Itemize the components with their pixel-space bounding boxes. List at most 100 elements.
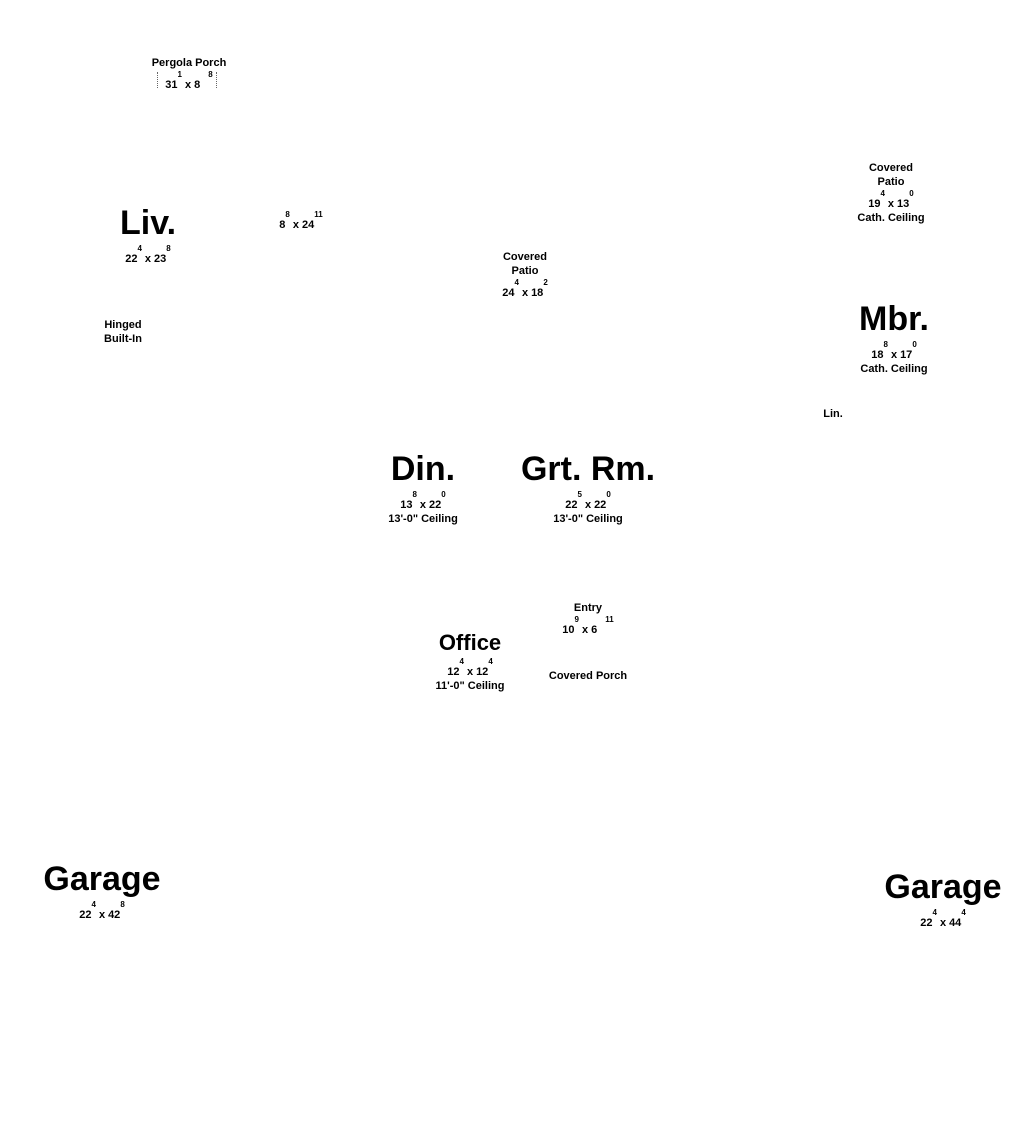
room-name: Mbr. bbox=[859, 300, 929, 338]
ceiling-note: Cath. Ceiling bbox=[860, 363, 928, 375]
dim-height-inches: 0 bbox=[441, 490, 446, 499]
dim-height-inches: 0 bbox=[909, 189, 914, 198]
dim-width: 19 bbox=[868, 198, 881, 210]
dim-width: 10 bbox=[562, 624, 575, 636]
ceiling-note: 13'-0" Ceiling bbox=[553, 513, 623, 525]
room-covered-porch: Covered Porch bbox=[549, 669, 627, 683]
dim-width: 24 bbox=[502, 287, 515, 299]
dim-sep: x bbox=[144, 253, 152, 265]
room-name: Grt. Rm. bbox=[520, 450, 656, 488]
dim-sep: x bbox=[584, 499, 592, 511]
dim-height: 44 bbox=[949, 917, 962, 929]
label-line: Hinged bbox=[104, 319, 142, 331]
room-name: Patio bbox=[511, 265, 539, 277]
room-name: Covered Porch bbox=[548, 670, 628, 682]
dim-sep: x bbox=[292, 219, 299, 231]
dim-width-inches: 8 bbox=[883, 340, 888, 349]
dim-width: 12 bbox=[447, 666, 460, 678]
dim-height-inches: 4 bbox=[488, 657, 493, 666]
dim-height: 22 bbox=[429, 499, 442, 511]
label-line: Built-In bbox=[104, 333, 142, 345]
dim-width: 22 bbox=[565, 499, 578, 511]
dim-height: 13 bbox=[897, 198, 910, 210]
room-name: Lin. bbox=[823, 408, 843, 420]
dim-height-inches: 4 bbox=[961, 908, 966, 917]
room-name: Office bbox=[438, 630, 502, 655]
room-name: Entry bbox=[573, 602, 603, 614]
dim-width: 31 bbox=[165, 79, 178, 91]
dim-height: 22 bbox=[594, 499, 607, 511]
dim-height-inches: 8 bbox=[120, 900, 125, 909]
dim-width-inches: 8 bbox=[285, 210, 290, 219]
dim-width: 18 bbox=[871, 349, 884, 361]
hinged-built-in: Hinged Built-In bbox=[104, 318, 142, 346]
dim-width-inches: 4 bbox=[932, 908, 937, 917]
room-name: Covered bbox=[502, 251, 548, 263]
dim-width-inches: 8 bbox=[412, 490, 417, 499]
dim-height-inches: 0 bbox=[606, 490, 611, 499]
dim-width-inches: 1 bbox=[177, 70, 182, 79]
dim-sep: x bbox=[419, 499, 427, 511]
dim-width-inches: 9 bbox=[574, 615, 579, 624]
dim-height-inches: 11 bbox=[314, 210, 323, 219]
dim-width: 22 bbox=[125, 253, 138, 265]
dim-width: 22 bbox=[920, 917, 933, 929]
dim-width: 8 bbox=[279, 219, 286, 231]
dim-width-inches: 4 bbox=[91, 900, 96, 909]
dim-height: 12 bbox=[476, 666, 489, 678]
dim-height-inches: 2 bbox=[543, 278, 548, 287]
room-name: Din. bbox=[390, 450, 456, 488]
dim-height-inches: 11 bbox=[605, 615, 614, 624]
ceiling-note: Cath. Ceiling bbox=[857, 212, 925, 224]
dim-width-inches: 4 bbox=[459, 657, 464, 666]
dim-width: 22 bbox=[79, 909, 92, 921]
room-name: Garage bbox=[43, 860, 161, 898]
dim-height: 6 bbox=[591, 624, 598, 636]
dim-sep: x bbox=[887, 198, 895, 210]
pergola-boundary-left bbox=[157, 72, 158, 88]
pergola-boundary-right bbox=[216, 72, 217, 88]
dim-height-inches: 8 bbox=[166, 244, 171, 253]
dim-height: 23 bbox=[154, 253, 167, 265]
room-name: Patio bbox=[877, 176, 905, 188]
dim-width-inches: 4 bbox=[514, 278, 519, 287]
dim-sep: x bbox=[581, 624, 589, 636]
ceiling-note: 13'-0" Ceiling bbox=[388, 513, 458, 525]
room-name: Liv. bbox=[119, 204, 177, 242]
dim-sep: x bbox=[521, 287, 529, 299]
dim-height: 42 bbox=[108, 909, 121, 921]
dim-sep: x bbox=[98, 909, 106, 921]
dim-width: 13 bbox=[400, 499, 413, 511]
ceiling-note: 11'-0" Ceiling bbox=[435, 680, 505, 692]
dim-height: 24 bbox=[301, 219, 315, 231]
dim-height-inches: 0 bbox=[912, 340, 917, 349]
dim-height-inches: 8 bbox=[208, 70, 213, 79]
dim-sep: x bbox=[939, 917, 947, 929]
dim-height: 18 bbox=[531, 287, 544, 299]
dim-width-inches: 4 bbox=[880, 189, 885, 198]
room-linen: Lin. bbox=[823, 407, 843, 421]
dim-height: 8 bbox=[194, 79, 201, 91]
